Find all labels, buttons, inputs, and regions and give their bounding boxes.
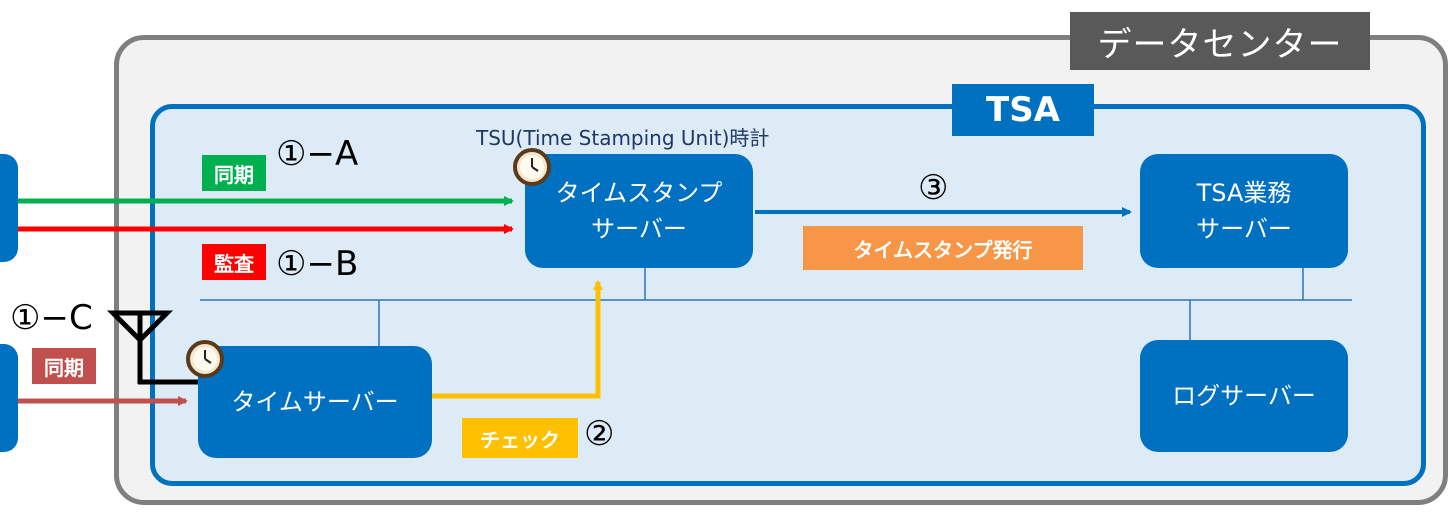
external-source-bottom — [0, 344, 18, 452]
timestamp-server-label-line1: タイムスタンプ — [555, 179, 723, 207]
step-3-marker: ③ — [918, 168, 949, 208]
timestamp-server-label-line2: サーバー — [591, 215, 687, 243]
log-server-label: ログサーバー — [1172, 382, 1316, 410]
issue-badge: タイムスタンプ発行 — [803, 226, 1083, 270]
step-1b-marker: ①−B — [276, 244, 359, 284]
step-2-marker: ② — [584, 414, 615, 454]
tsa-title: TSA — [952, 84, 1094, 136]
tsa-business-server-node: TSA業務 サーバー — [1140, 154, 1348, 268]
check-arrow-yellow — [432, 280, 603, 399]
clock-icon — [513, 148, 551, 186]
tsa-business-server-label-line1: TSA業務 — [1196, 179, 1292, 207]
antenna-icon — [106, 310, 205, 385]
time-server-node: タイムサーバー — [198, 346, 432, 458]
clock-icon — [186, 340, 224, 378]
step-1a-marker: ①−A — [276, 134, 359, 174]
time-server-label: タイムサーバー — [231, 388, 399, 416]
log-server-node: ログサーバー — [1140, 340, 1348, 452]
external-source-top — [0, 154, 18, 262]
timestamp-server-node: タイムスタンプ サーバー — [525, 154, 753, 268]
tsa-business-server-label-line2: サーバー — [1196, 215, 1292, 243]
tsu-caption: TSU(Time Stamping Unit)時計 — [476, 126, 770, 150]
sync-badge-brown: 同期 — [32, 348, 96, 384]
check-badge: チェック — [462, 418, 578, 458]
datacenter-title: データセンター — [1070, 12, 1370, 70]
audit-badge-red: 監査 — [202, 244, 266, 280]
step-1c-marker: ①−C — [10, 298, 93, 338]
sync-badge-green: 同期 — [202, 155, 266, 191]
